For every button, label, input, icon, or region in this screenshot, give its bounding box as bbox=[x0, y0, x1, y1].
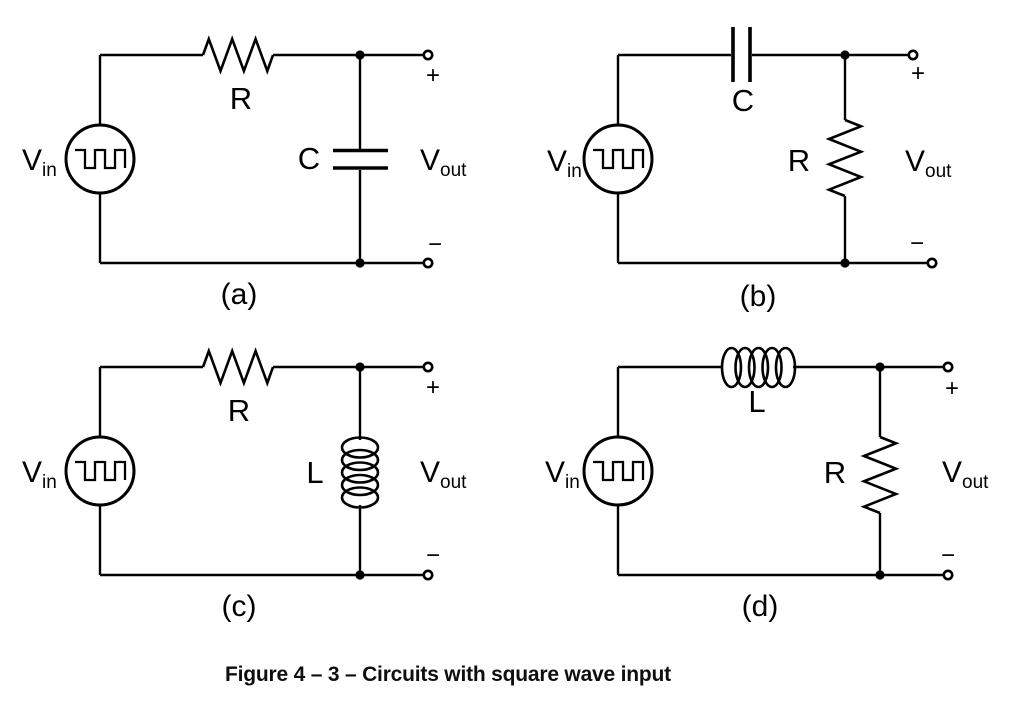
junction-dot bbox=[840, 50, 850, 60]
shunt-component-label: L bbox=[306, 455, 323, 490]
figure-caption: Figure 4 – 3 – Circuits with square wave… bbox=[225, 663, 671, 686]
resistor-symbol bbox=[860, 435, 900, 515]
output-terminal-negative bbox=[422, 257, 434, 269]
series-component-label: L bbox=[748, 384, 765, 419]
square-wave-source bbox=[64, 435, 136, 507]
capacitor-symbol bbox=[731, 27, 752, 82]
circuit-d: Vin L R Vout + − (d) bbox=[545, 346, 989, 623]
junction-dot bbox=[840, 258, 850, 268]
series-component-label: R bbox=[230, 81, 252, 116]
wires bbox=[98, 365, 428, 577]
panel-label: (d) bbox=[742, 590, 779, 623]
square-wave-icon bbox=[75, 460, 127, 482]
resistor-symbol bbox=[201, 347, 275, 387]
series-component-label: C bbox=[732, 83, 754, 118]
minus-sign: − bbox=[426, 542, 440, 569]
shunt-component-label: C bbox=[298, 141, 320, 176]
minus-sign: − bbox=[428, 231, 442, 258]
wires bbox=[616, 53, 932, 265]
panel-label: (a) bbox=[221, 278, 258, 311]
circuit-a: Vin R C Vout + − (a) bbox=[22, 35, 467, 311]
plus-sign: + bbox=[426, 62, 440, 89]
vin-label: Vin bbox=[547, 145, 582, 182]
vin-label: Vin bbox=[545, 456, 580, 493]
junction-dot bbox=[355, 50, 365, 60]
minus-sign: − bbox=[941, 542, 955, 569]
output-terminal-positive bbox=[422, 49, 434, 61]
vout-label: Vout bbox=[905, 145, 952, 182]
wires bbox=[98, 53, 428, 265]
circuit-b: Vin C R Vout + − (b) bbox=[547, 27, 952, 313]
vout-label: Vout bbox=[420, 144, 467, 181]
series-component-label: R bbox=[228, 393, 250, 428]
junction-dot bbox=[355, 258, 365, 268]
output-terminal-positive bbox=[907, 49, 919, 61]
capacitor-symbol bbox=[333, 148, 388, 170]
inductor-symbol bbox=[720, 346, 797, 389]
plus-sign: + bbox=[945, 375, 959, 402]
square-wave-icon bbox=[75, 148, 127, 170]
output-terminal-positive bbox=[942, 361, 954, 373]
wires bbox=[616, 365, 948, 577]
vout-label: Vout bbox=[942, 456, 989, 493]
output-terminal-negative bbox=[942, 569, 954, 581]
vin-label: Vin bbox=[22, 456, 57, 493]
shunt-component-label: R bbox=[788, 143, 810, 178]
square-wave-source bbox=[582, 435, 654, 507]
junction-dot bbox=[355, 362, 365, 372]
plus-sign: + bbox=[426, 374, 440, 401]
output-terminal-positive bbox=[422, 361, 434, 373]
vin-label: Vin bbox=[22, 144, 57, 181]
square-wave-icon bbox=[593, 460, 645, 482]
panel-label: (b) bbox=[740, 280, 777, 313]
resistor-symbol bbox=[825, 118, 865, 198]
resistor-symbol bbox=[201, 35, 275, 75]
minus-sign: − bbox=[910, 230, 924, 257]
shunt-component-label: R bbox=[824, 455, 846, 490]
output-terminal-negative bbox=[422, 569, 434, 581]
inductor-symbol bbox=[340, 436, 380, 509]
square-wave-icon bbox=[593, 148, 645, 170]
junction-dot bbox=[875, 362, 885, 372]
panel-label: (c) bbox=[222, 590, 257, 623]
junction-dot bbox=[875, 570, 885, 580]
junction-dot bbox=[355, 570, 365, 580]
plus-sign: + bbox=[911, 60, 925, 87]
output-terminal-negative bbox=[926, 257, 938, 269]
vout-label: Vout bbox=[420, 456, 467, 493]
square-wave-source bbox=[582, 123, 654, 195]
circuit-c: Vin R L Vout + − (c) bbox=[22, 347, 467, 623]
square-wave-source bbox=[64, 123, 136, 195]
